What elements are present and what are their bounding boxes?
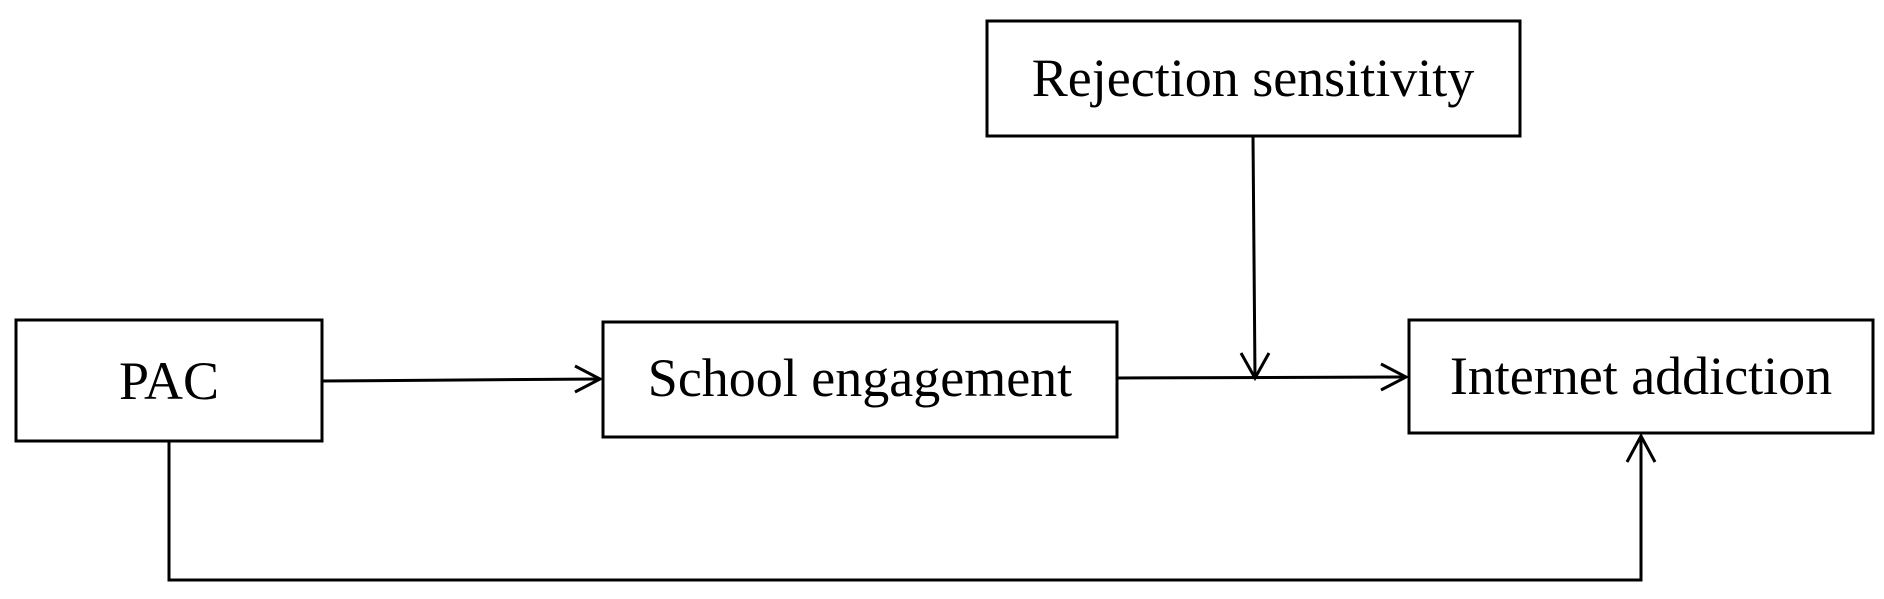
edge-pac-to-internet-addiction-line: [167, 436, 1643, 582]
node-internet-addiction-box: [1407, 318, 1875, 435]
edge-pac-to-school-engagement: [321, 364, 604, 394]
node-school-engagement-label: School engagement: [648, 348, 1072, 408]
edge-pac-to-school-engagement-line: [321, 377, 601, 383]
node-rejection-sensitivity-label: Rejection sensitivity: [1032, 48, 1474, 108]
edge-rejection-sensitivity-moderation: [1239, 135, 1271, 382]
arrowhead-down-icon: [1239, 352, 1271, 382]
edge-rejection-sensitivity-moderation-line: [1251, 135, 1257, 379]
node-pac-box: [14, 318, 324, 443]
node-internet-addiction: Internet addiction: [1407, 318, 1875, 435]
node-internet-addiction-label: Internet addiction: [1450, 346, 1832, 406]
arrowhead-up-icon: [1625, 432, 1657, 463]
edge-pac-to-internet-addiction: [167, 432, 1657, 582]
arrowhead-right-icon: [1380, 362, 1410, 392]
node-rejection-sensitivity: Rejection sensitivity: [985, 19, 1522, 138]
edge-school-engagement-to-internet-addiction: [1116, 362, 1410, 392]
arrowhead-right-icon: [574, 364, 604, 394]
node-pac-label: PAC: [119, 351, 219, 411]
node-rejection-sensitivity-box: [985, 19, 1522, 138]
node-school-engagement-box: [601, 320, 1119, 439]
edge-school-engagement-to-internet-addiction-line: [1116, 375, 1407, 380]
node-pac: PAC: [14, 318, 324, 443]
node-school-engagement: School engagement: [601, 320, 1119, 439]
